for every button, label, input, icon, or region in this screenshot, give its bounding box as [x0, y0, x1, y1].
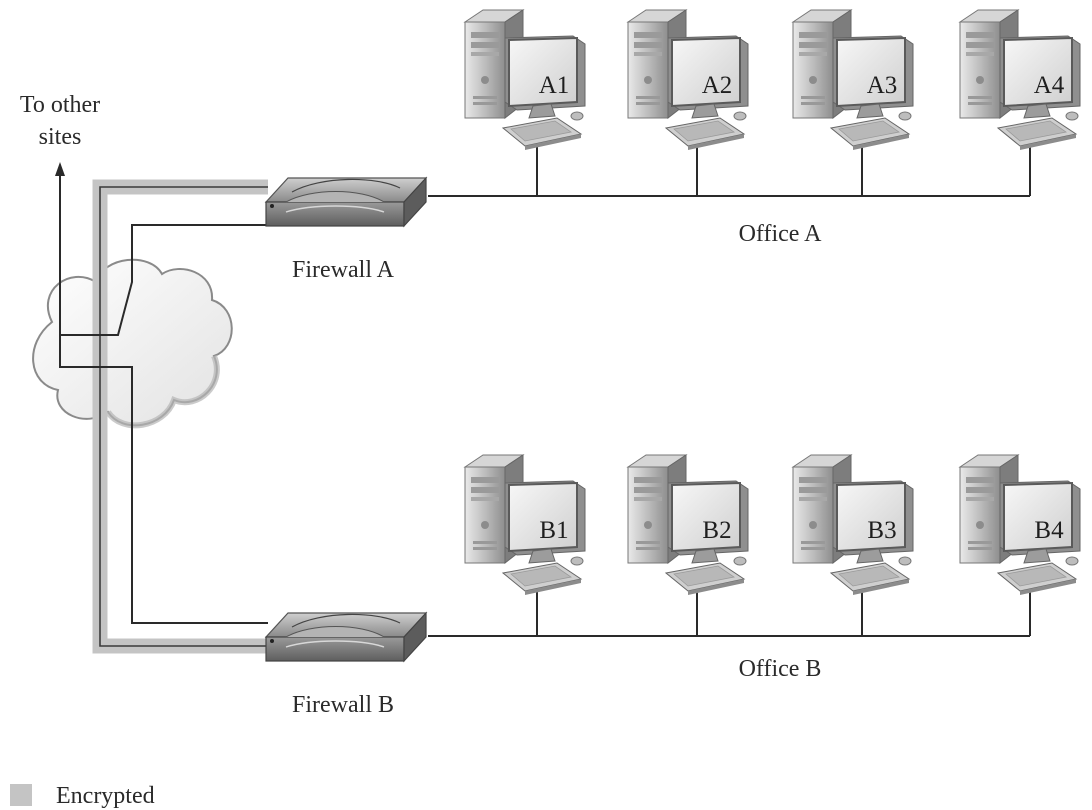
computer-label: B4	[1034, 517, 1064, 544]
computer-a2: A2	[627, 9, 749, 151]
computer-a3: A3	[792, 9, 914, 151]
firewall-a-icon	[265, 177, 427, 227]
up-arrow-icon	[55, 162, 65, 176]
firewall-a-label: Firewall A	[292, 257, 395, 283]
legend-label: Encrypted	[56, 783, 155, 809]
computer-a4: A4	[959, 9, 1081, 151]
computer-b1: B1	[464, 454, 586, 596]
computer-label: A3	[867, 72, 898, 99]
lan-line-b	[428, 585, 1031, 637]
computer-label: A2	[702, 72, 733, 99]
internet-cloud	[32, 258, 233, 429]
external-label-line1: To other	[20, 92, 100, 118]
computer-label: B2	[702, 517, 731, 544]
external-label-line2: sites	[39, 124, 82, 150]
computer-label: B1	[539, 517, 568, 544]
office-a-label: Office A	[739, 221, 823, 247]
computer-label: A1	[539, 72, 570, 99]
computer-label: A4	[1034, 72, 1065, 99]
computer-b4: B4	[959, 454, 1081, 596]
computer-a1: A1	[464, 9, 586, 151]
lan-line-a	[428, 140, 1031, 197]
computer-label: B3	[867, 517, 896, 544]
firewall-b-icon	[265, 612, 427, 662]
firewall-b-internet-link	[59, 335, 268, 624]
office-b-label: Office B	[739, 656, 822, 682]
computer-b3: B3	[792, 454, 914, 596]
firewall-b-label: Firewall B	[292, 692, 394, 718]
legend-swatch-encrypted	[10, 784, 32, 806]
legend: Encrypted	[10, 783, 155, 809]
firewall-a-internet-link	[59, 170, 268, 336]
computer-b2: B2	[627, 454, 749, 596]
